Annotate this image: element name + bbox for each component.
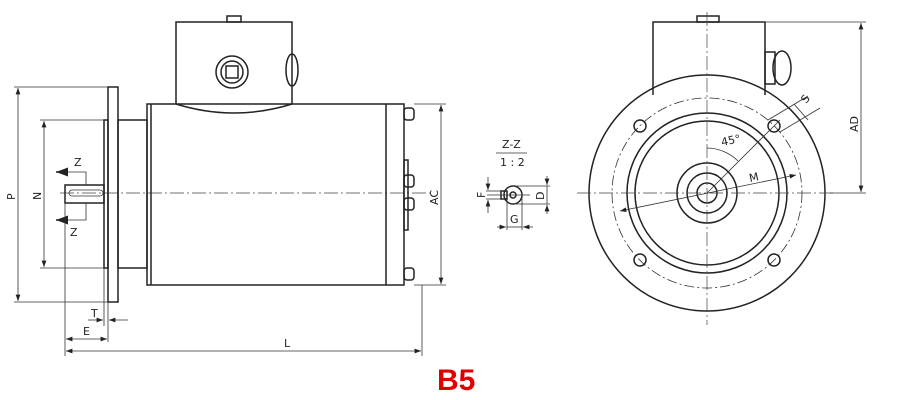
dim-AD: AD <box>848 116 861 132</box>
flange <box>107 86 119 303</box>
side-view: Z Z P N AC L E T <box>5 15 446 356</box>
shaft-key <box>68 189 104 197</box>
dim-T: T <box>90 307 98 320</box>
cable-gland-icon <box>215 53 299 89</box>
dim-M: M <box>748 170 760 185</box>
dim-AC: AC <box>428 190 441 205</box>
section-mark-bottom: Z <box>70 226 78 239</box>
neck <box>117 119 148 269</box>
terminal-box <box>175 21 293 114</box>
section-scale: 1 : 2 <box>500 156 525 169</box>
dim-E: E <box>83 325 90 338</box>
dim-P: P <box>5 193 18 200</box>
dim-L: L <box>284 337 291 350</box>
bolt-holes <box>633 119 781 267</box>
section-name: Z-Z <box>502 138 521 151</box>
dim-S: S <box>798 92 812 106</box>
terminal-box-front <box>652 21 766 95</box>
section-detail: Z-Z 1 : 2 F D G <box>475 138 550 230</box>
mounting-type-title: B5 <box>437 364 476 397</box>
dim-G: G <box>510 213 519 226</box>
dim-D: D <box>534 192 547 200</box>
dim-N: N <box>31 192 44 200</box>
dim-F: F <box>475 192 488 198</box>
front-view: M 45° S AD <box>577 12 866 325</box>
dim-angle: 45° <box>720 132 742 149</box>
section-mark-top: Z <box>74 156 82 169</box>
motor-body <box>146 103 405 286</box>
cable-gland-icon <box>764 51 776 85</box>
shaft <box>64 184 105 204</box>
tie-bolts <box>403 107 415 281</box>
